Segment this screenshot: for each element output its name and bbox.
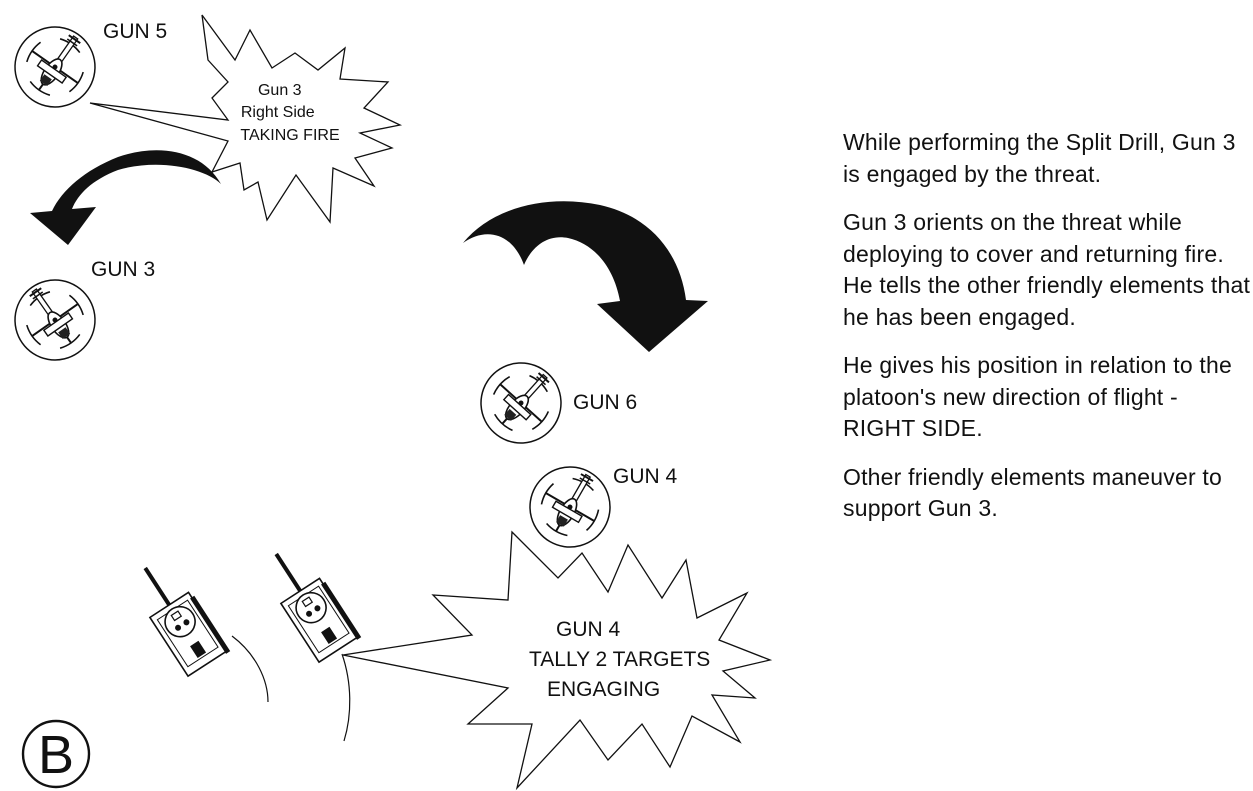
movement-arrow-right — [463, 201, 708, 352]
helicopter-gun4-label: GUN 4 — [613, 465, 678, 488]
helicopter-gun3 — [0, 264, 111, 375]
turret-arc-right — [342, 654, 350, 741]
helicopter-gun6 — [465, 347, 578, 460]
helicopter-gun5-label: GUN 5 — [103, 20, 167, 43]
tank-right — [257, 540, 361, 664]
movement-arrow-left — [30, 150, 221, 245]
panel-marker-letter: B — [38, 725, 74, 785]
helicopter-gun3-label: GUN 3 — [91, 258, 155, 281]
narrative-paragraph: He gives his position in relation to the… — [843, 350, 1253, 445]
narrative-paragraph: Other friendly elements maneuver to supp… — [843, 462, 1253, 525]
narrative-panel: While performing the Split Drill, Gun 3 … — [843, 127, 1253, 542]
turret-arc-left — [232, 636, 268, 702]
helicopter-gun4 — [515, 452, 624, 561]
narrative-paragraph: Gun 3 orients on the threat while deploy… — [843, 207, 1253, 333]
narrative-paragraph: While performing the Split Drill, Gun 3 … — [843, 127, 1253, 190]
helicopter-gun5 — [0, 11, 111, 122]
helicopter-gun6-label: GUN 6 — [573, 391, 637, 414]
tank-left — [126, 554, 230, 678]
